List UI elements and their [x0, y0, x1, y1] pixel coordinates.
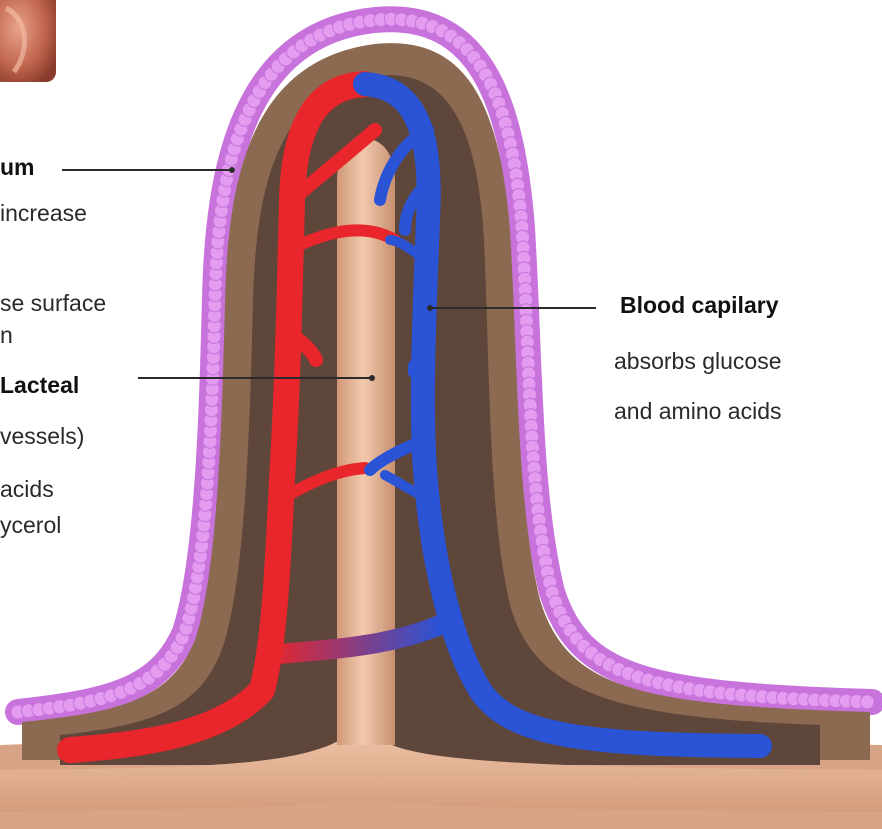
lacteal-title: Lacteal: [0, 372, 79, 398]
intestine-thumbnail-icon: [0, 0, 56, 82]
microvilli-desc-1: se surface: [0, 290, 106, 316]
lacteal-desc-3: ycerol: [0, 512, 61, 538]
epithelium-leader-dot: [229, 167, 235, 173]
lacteal-desc-2: acids: [0, 476, 54, 502]
blood-capillary-leader-dot: [427, 305, 433, 311]
microvillus-bead: [860, 695, 874, 709]
lacteal-desc-1: vessels): [0, 423, 84, 449]
blood-capillary-desc-1: absorbs glucose: [614, 348, 782, 374]
lacteal-leader-dot: [369, 375, 375, 381]
microvilli-desc-2: n: [0, 322, 13, 348]
epithelium-desc-1: increase: [0, 200, 87, 226]
blood-capillary-title: Blood capilary: [620, 292, 778, 318]
blood-capillary-desc-2: and amino acids: [614, 398, 782, 424]
epithelium-title: um: [0, 154, 35, 180]
